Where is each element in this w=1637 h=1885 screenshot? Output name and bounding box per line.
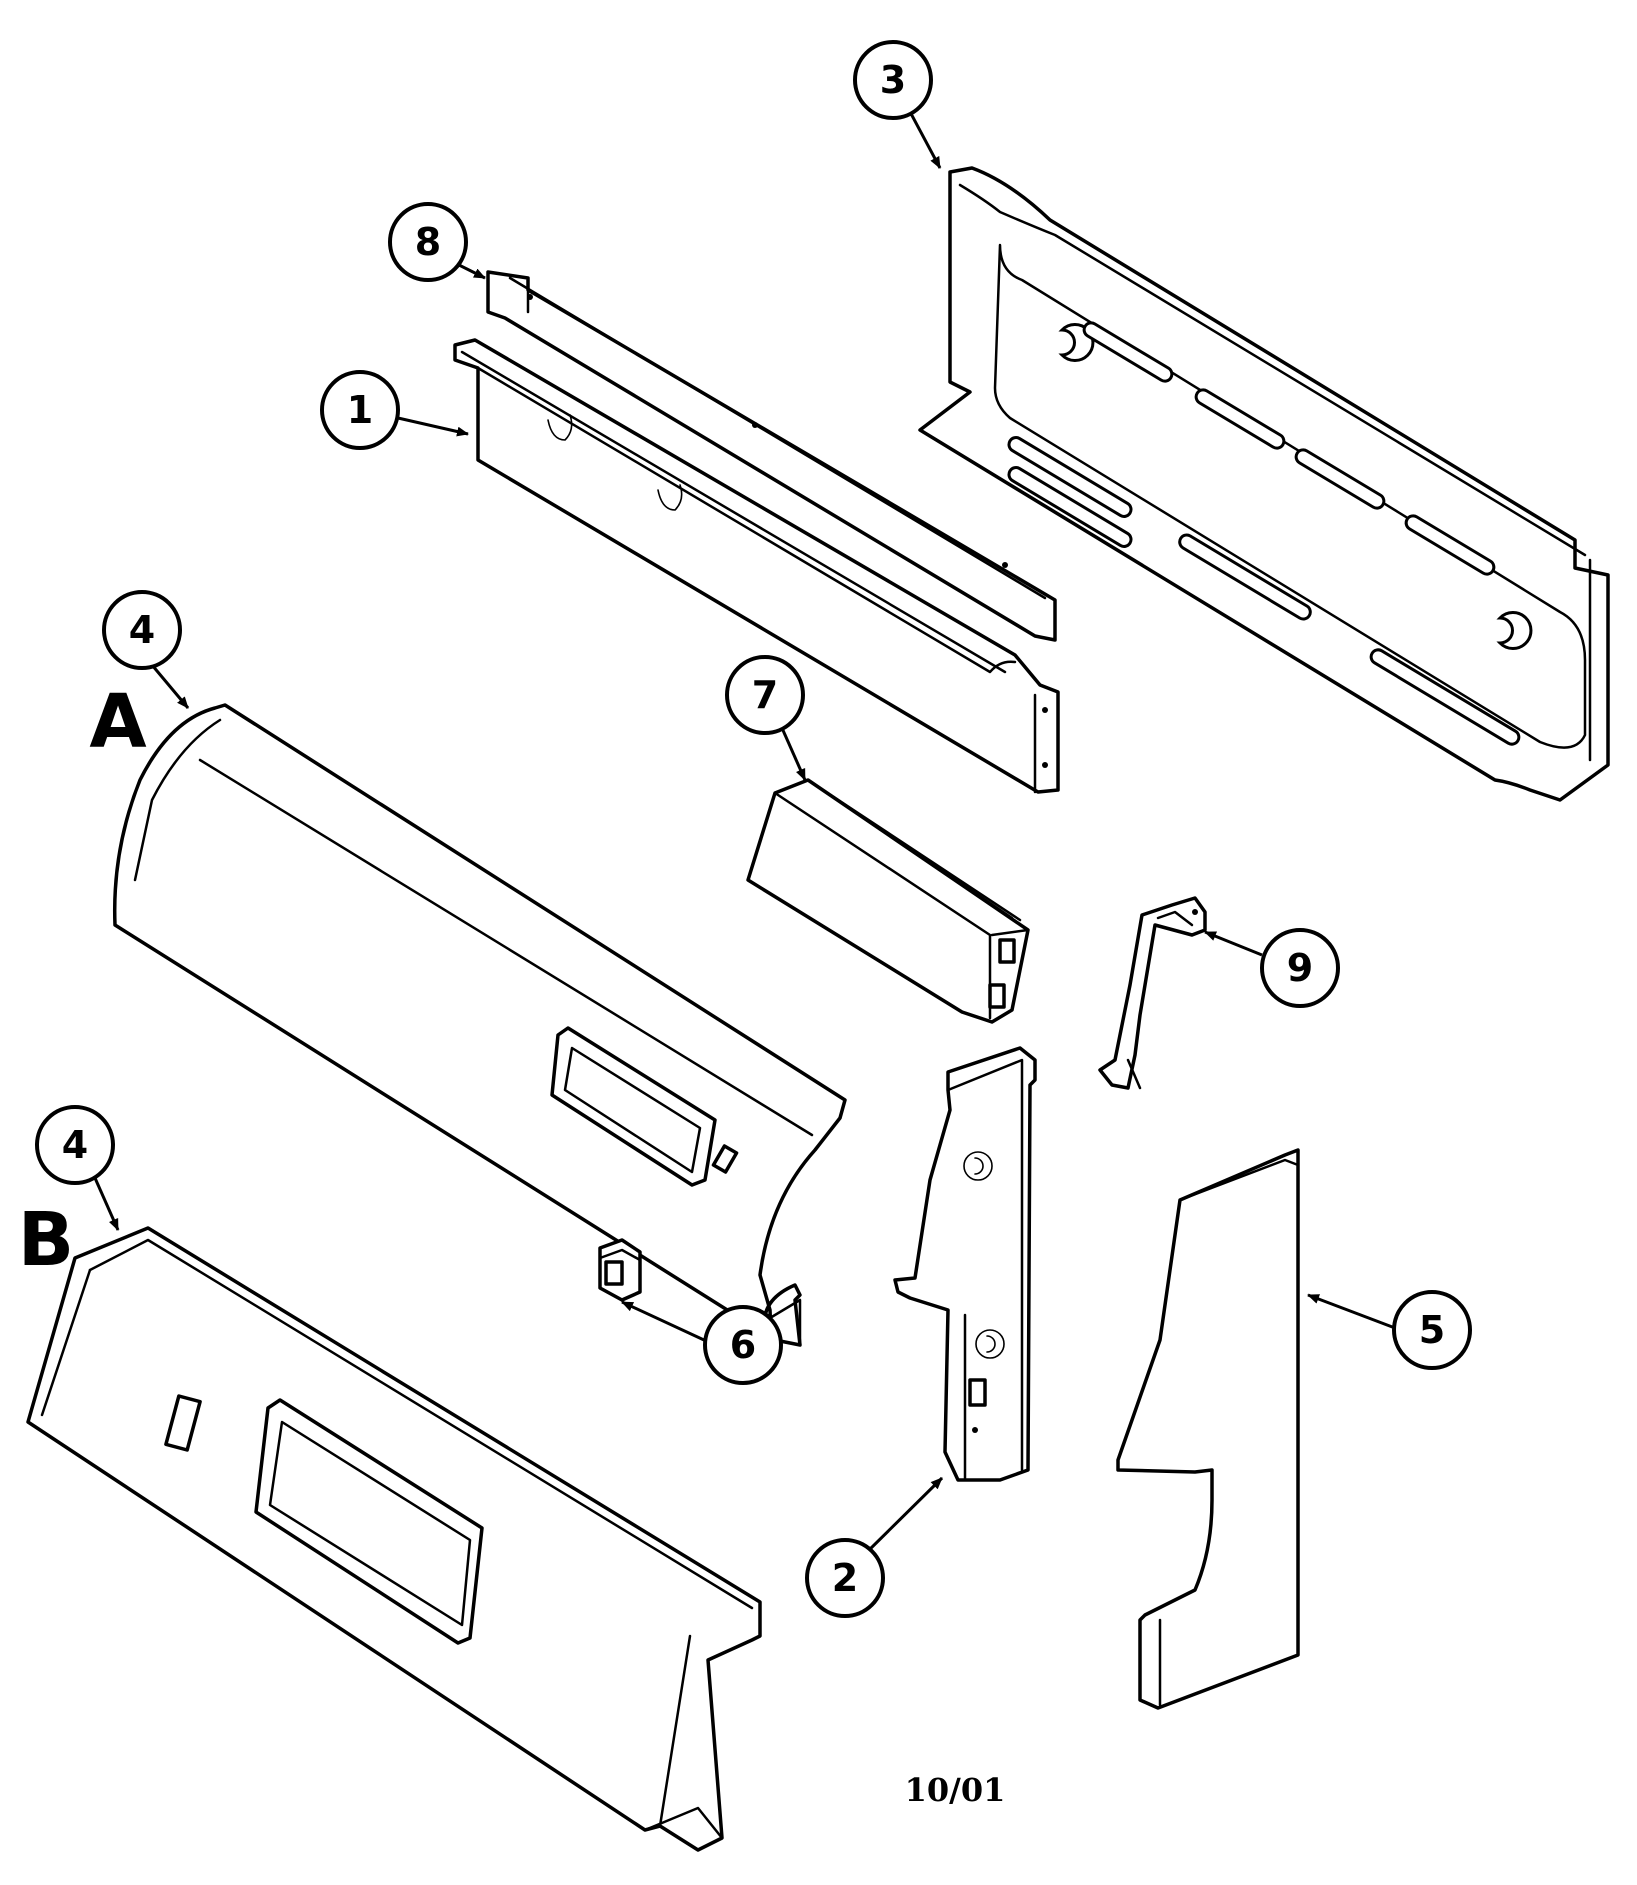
callout-4b: 4 (35, 1105, 115, 1185)
callout-9: 9 (1260, 928, 1340, 1008)
callout-6-label: 6 (730, 1323, 756, 1367)
part-7-electronic-control (746, 778, 1030, 1024)
part-4a-curved-control-panel (112, 703, 847, 1347)
callout-3-label: 3 (880, 58, 906, 102)
callout-1-label: 1 (347, 388, 373, 432)
part-8-trim-strip (486, 270, 1057, 642)
callout-2-label: 2 (832, 1556, 858, 1600)
variant-b-label: B (18, 1197, 74, 1283)
callout-2: 2 (805, 1538, 885, 1618)
part-9-bracket (1098, 896, 1207, 1090)
callout-4a: 4 (102, 590, 182, 670)
callout-9-label: 9 (1287, 946, 1313, 990)
part-4b-flat-control-panel (26, 1226, 762, 1852)
part-1-mounting-bracket (453, 338, 1060, 794)
callout-4b-label: 4 (62, 1123, 88, 1167)
callout-8: 8 (388, 202, 468, 282)
part-3-rear-panel (918, 166, 1610, 802)
callout-5-label: 5 (1419, 1308, 1445, 1352)
part-6-rocker-switch (598, 1238, 642, 1302)
callout-7-label: 7 (752, 673, 778, 717)
callout-8-label: 8 (415, 220, 441, 264)
variant-a-label: A (89, 679, 146, 765)
callout-1: 1 (320, 370, 400, 450)
callout-7: 7 (725, 655, 805, 735)
part-2-side-bracket (893, 1046, 1037, 1482)
revision-date: 10/01 (905, 1771, 1006, 1809)
callout-5: 5 (1392, 1290, 1472, 1370)
callout-6: 6 (703, 1305, 783, 1385)
callout-3: 3 (853, 40, 933, 120)
callout-4a-label: 4 (129, 608, 155, 652)
part-5-end-cap (1116, 1148, 1300, 1710)
